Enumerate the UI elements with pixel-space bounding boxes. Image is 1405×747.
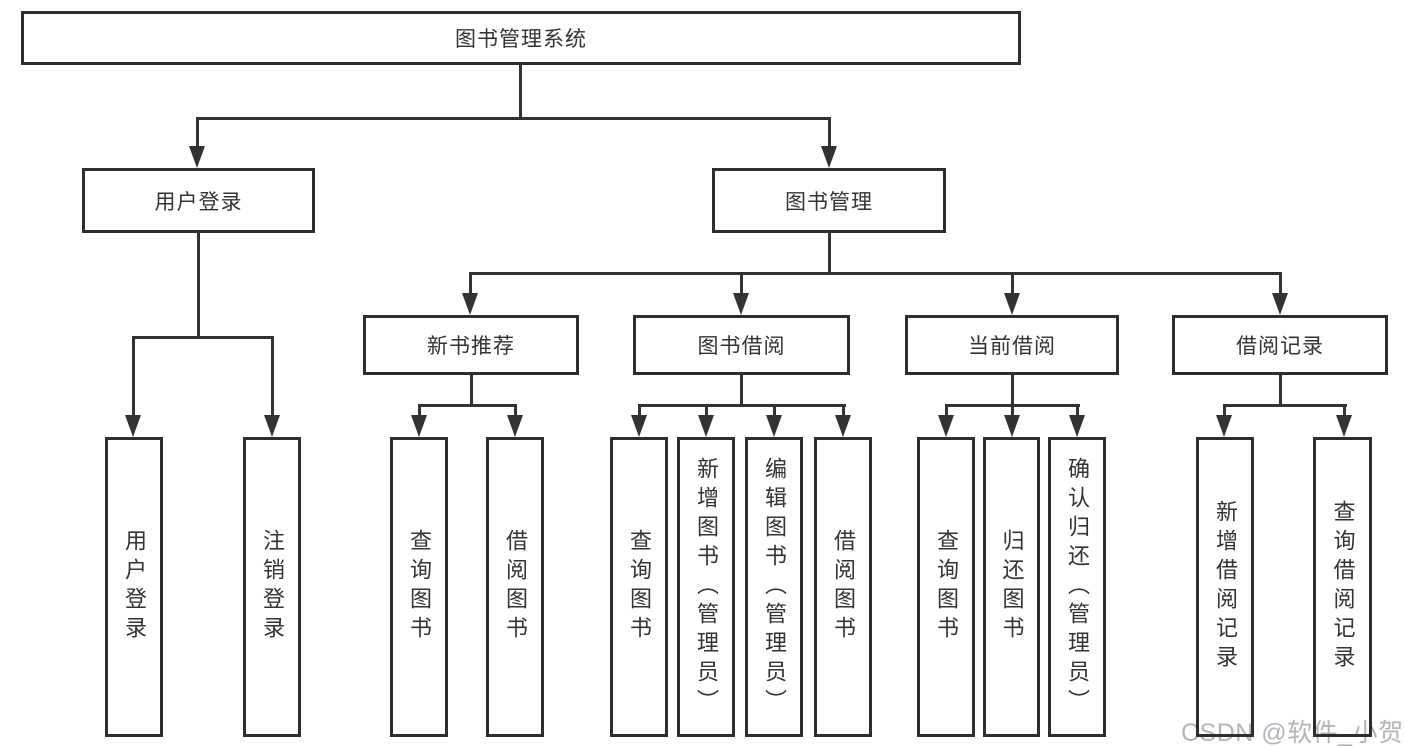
connector-line: [740, 375, 743, 405]
arrow-down-icon: [766, 415, 782, 437]
connector-line: [132, 336, 274, 339]
leaf-label: 查询图书: [627, 529, 652, 645]
connector-line: [469, 273, 472, 295]
arrow-down-icon: [938, 415, 954, 437]
leaf-label: 编辑图书（管理员）: [762, 456, 787, 718]
connector-line: [828, 118, 831, 148]
connector-line: [519, 65, 522, 118]
arrow-down-icon: [411, 415, 427, 437]
node-borrowing-records: 借阅记录: [1172, 315, 1388, 375]
watermark: CSDN @软件_小贺同学: [1181, 719, 1405, 747]
arrow-down-icon: [698, 415, 714, 437]
connector-line: [1011, 375, 1014, 405]
leaf-query-books-recommend: 查询图书: [390, 437, 448, 737]
connector-line: [196, 117, 831, 120]
arrow-down-icon: [835, 415, 851, 437]
leaf-edit-book-admin: 编辑图书（管理员）: [745, 437, 803, 737]
node-current-borrowing: 当前借阅: [905, 315, 1119, 375]
connector-line: [705, 405, 708, 417]
connector-line: [514, 405, 517, 417]
node-user-login: 用户登录: [82, 168, 315, 233]
connector-line: [842, 405, 845, 417]
leaf-logout: 注销登录: [243, 437, 301, 737]
leaf-label: 用户登录: [122, 529, 147, 645]
connector-line: [470, 375, 473, 405]
leaf-label: 借阅图书: [831, 529, 856, 645]
arrow-down-icon: [1069, 415, 1085, 437]
leaf-add-book-admin: 新增图书（管理员）: [677, 437, 735, 737]
connector-line: [740, 273, 743, 295]
arrow-down-icon: [733, 293, 749, 315]
connector-line: [773, 405, 776, 417]
arrow-down-icon: [1336, 415, 1352, 437]
leaf-label: 查询图书: [407, 529, 432, 645]
leaf-label: 确认归还（管理员）: [1065, 456, 1090, 718]
arrow-down-icon: [462, 293, 478, 315]
leaf-label: 查询图书: [934, 529, 959, 645]
leaf-return-book: 归还图书: [983, 437, 1040, 737]
arrow-down-icon: [125, 415, 141, 437]
connector-line: [1343, 405, 1346, 417]
arrow-down-icon: [264, 415, 280, 437]
connector-line: [1076, 405, 1079, 417]
leaf-label: 新增借阅记录: [1213, 500, 1238, 674]
arrow-down-icon: [1004, 415, 1020, 437]
arrow-down-icon: [1216, 415, 1232, 437]
connector-line: [1223, 404, 1347, 407]
connector-line: [638, 405, 641, 417]
node-new-book-recommendation: 新书推荐: [363, 315, 579, 375]
node-book-management: 图书管理: [712, 168, 946, 233]
connector-line: [1011, 405, 1014, 417]
connector-line: [197, 233, 200, 337]
arrow-down-icon: [507, 415, 523, 437]
arrow-down-icon: [631, 415, 647, 437]
arrow-down-icon: [821, 146, 837, 168]
arrow-down-icon: [1004, 293, 1020, 315]
arrow-down-icon: [1272, 293, 1288, 315]
leaf-add-borrow-record: 新增借阅记录: [1196, 437, 1254, 737]
connector-line: [418, 405, 421, 417]
connector-line: [196, 118, 199, 148]
connector-line: [1279, 273, 1282, 295]
leaf-user-login: 用户登录: [105, 437, 163, 737]
connector-line: [132, 337, 135, 417]
connector-line: [469, 272, 1282, 275]
connector-line: [945, 405, 948, 417]
leaf-label: 注销登录: [260, 529, 285, 645]
leaf-label: 查询借阅记录: [1330, 500, 1356, 674]
node-book-borrowing: 图书借阅: [633, 315, 850, 375]
leaf-label: 归还图书: [999, 529, 1025, 645]
connector-line: [1223, 405, 1226, 417]
connector-line: [828, 233, 831, 273]
leaf-borrow-books-recommend: 借阅图书: [486, 437, 544, 737]
connector-line: [638, 404, 846, 407]
arrow-down-icon: [189, 146, 205, 168]
node-library-management-system: 图书管理系统: [21, 11, 1021, 65]
connector-line: [418, 404, 517, 407]
connector-line: [271, 337, 274, 417]
leaf-borrow-books-borrowing: 借阅图书: [814, 437, 872, 737]
leaf-query-books-borrowing: 查询图书: [610, 437, 668, 737]
leaf-label: 新增图书（管理员）: [694, 456, 719, 718]
leaf-query-books-current: 查询图书: [917, 437, 975, 737]
connector-line: [1279, 375, 1282, 405]
connector-line: [1011, 273, 1014, 295]
leaf-label: 借阅图书: [503, 529, 528, 645]
leaf-confirm-return-admin: 确认归还（管理员）: [1048, 437, 1106, 737]
leaf-query-borrow-record: 查询借阅记录: [1313, 437, 1372, 737]
